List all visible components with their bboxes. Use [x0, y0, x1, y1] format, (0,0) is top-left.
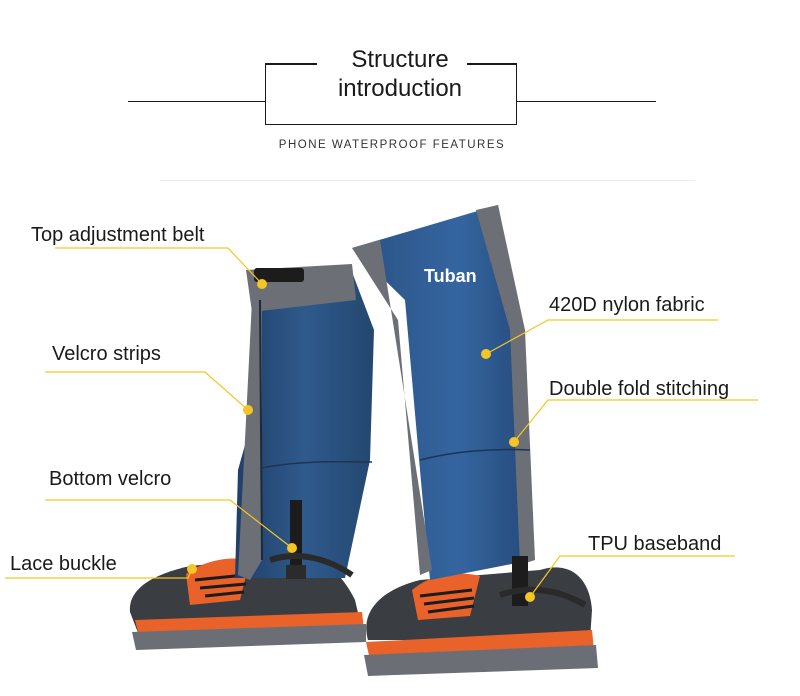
page-subtitle: PHONE WATERPROOF FEATURES: [278, 139, 506, 151]
label-double-fold-stitching: Double fold stitching: [549, 378, 730, 400]
dot-velcro-strips: [243, 405, 253, 415]
label-nylon-fabric: 420D nylon fabric: [549, 294, 705, 316]
dot-bottom-velcro: [287, 543, 297, 553]
title-line-1: Structure: [351, 46, 449, 73]
label-velcro-strips: Velcro strips: [52, 343, 161, 365]
right-shoe: [364, 567, 598, 676]
header-frame-top-left: [265, 63, 317, 65]
dot-double-fold-stitching: [509, 437, 519, 447]
header-frame-top-right: [467, 63, 517, 65]
label-bottom-velcro: Bottom velcro: [49, 468, 172, 490]
dot-lace-buckle: [187, 564, 197, 574]
brand-logo: Tuban: [424, 266, 477, 286]
header-separator: [160, 180, 695, 181]
dot-nylon-fabric: [481, 349, 491, 359]
label-lace-buckle: Lace buckle: [10, 553, 117, 575]
title-line-2: introduction: [337, 75, 463, 102]
header-rule-left: [128, 101, 265, 102]
dot-tpu-baseband: [525, 592, 535, 602]
left-gaiter: [235, 264, 374, 580]
header-rule-right: [517, 101, 656, 102]
right-gaiter: [352, 205, 587, 608]
page-title: Structure introduction: [300, 45, 500, 103]
dot-top-adjustment-belt: [257, 279, 267, 289]
callout-lines: [5, 247, 758, 598]
callout-dots: [187, 279, 535, 602]
label-top-adjustment-belt: Top adjustment belt: [31, 224, 205, 246]
header-frame: [265, 63, 517, 125]
label-tpu-baseband: TPU baseband: [588, 533, 722, 555]
